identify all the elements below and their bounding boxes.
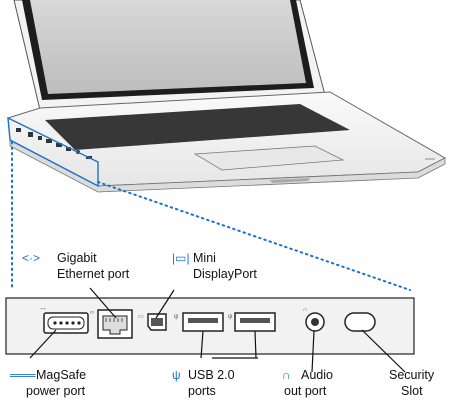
- keyboard: [45, 104, 350, 150]
- security-slot: [344, 312, 376, 332]
- highlight-bracket: [7, 116, 99, 188]
- gigabit-label-line1: Gigabit: [57, 251, 97, 265]
- security-label-line1: Security: [389, 368, 435, 382]
- magsafe-label-line1: MagSafe: [36, 368, 87, 382]
- mini-label-line1: Mini: [193, 251, 216, 265]
- audio-label-line1: Audio: [301, 368, 333, 382]
- callout-lines: [11, 141, 411, 291]
- laptop-lid: [13, 0, 326, 111]
- side-panel: ⁃⁃ ‹› ▭ ψ ψ ∩: [5, 297, 415, 355]
- magsafe-label-line2: power port: [26, 384, 86, 398]
- usb-icon: ψ: [172, 368, 181, 382]
- gigabit-label-line2: Ethernet port: [57, 267, 130, 281]
- magsafe-icon: ═══: [10, 368, 36, 382]
- svg-text:ψ: ψ: [174, 314, 178, 320]
- svg-text:ψ: ψ: [228, 314, 232, 320]
- svg-text:∩: ∩: [303, 307, 307, 313]
- audio-label-line2: out port: [284, 384, 327, 398]
- usb-port-2: [234, 312, 276, 332]
- svg-text:▭: ▭: [138, 314, 144, 320]
- usb-port-1: [182, 312, 224, 332]
- laptop-base: [7, 91, 447, 193]
- magsafe-port: [43, 312, 89, 334]
- ethernet-port: [97, 309, 133, 339]
- trackpad: [193, 145, 345, 171]
- leader-lines: [29, 287, 406, 373]
- audio-port: [305, 312, 325, 332]
- security-label-line2: Slot: [401, 384, 423, 398]
- mini-displayport-icon: |▭|: [172, 251, 190, 265]
- mini-label-line2: DisplayPort: [193, 267, 257, 281]
- mini-displayport-port: [147, 313, 167, 331]
- panel-glyphs: ⁃⁃ ‹› ▭ ψ ψ ∩: [40, 307, 307, 320]
- usb-label-line1: USB 2.0: [188, 368, 235, 382]
- svg-text:⁃⁃: ⁃⁃: [40, 307, 46, 313]
- svg-text:‹›: ‹›: [90, 310, 94, 316]
- headphones-icon: ∩: [282, 368, 291, 382]
- ethernet-icon: <·>: [22, 251, 41, 265]
- usb-label-line2: ports: [188, 384, 216, 398]
